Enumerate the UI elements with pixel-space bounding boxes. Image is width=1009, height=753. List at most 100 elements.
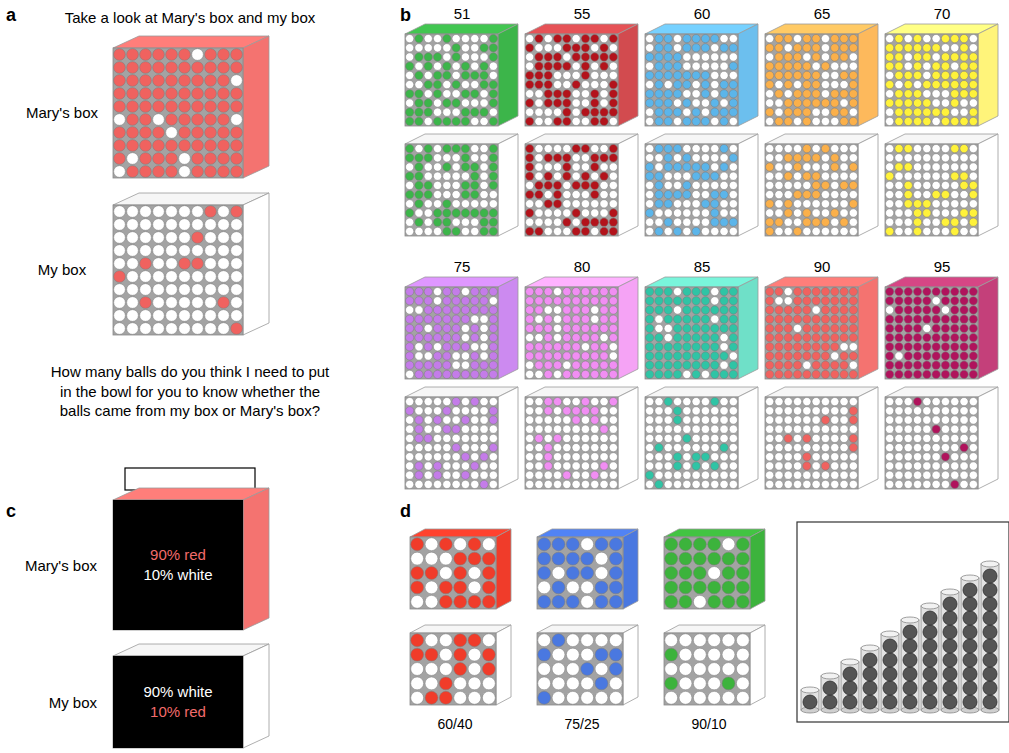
ball [793,343,801,351]
ball [793,71,801,79]
ball [563,117,571,125]
ball [840,297,848,305]
ball [526,108,534,116]
ball [784,370,792,378]
ball [480,453,488,461]
ball [821,108,829,116]
ball [526,343,534,351]
ball [581,34,589,42]
ball [461,425,469,433]
ball [609,407,617,415]
ball [951,80,959,88]
ball [443,172,451,180]
ball [849,117,857,125]
ball [415,434,423,442]
ball [406,99,414,107]
ball [849,90,857,98]
ball [904,144,912,152]
ball [526,333,534,341]
ball [581,297,589,305]
ball [424,71,432,79]
ball [803,144,811,152]
ball-box [113,36,269,178]
ball [683,227,691,235]
ball [452,108,460,116]
ball [581,44,589,52]
ball [960,108,968,116]
ball [784,108,792,116]
ball [720,117,728,125]
ball [701,200,709,208]
ball [424,434,432,442]
ball [415,144,423,152]
ball [153,323,165,335]
ball [673,71,681,79]
ball [205,153,217,165]
ball [784,190,792,198]
ball [692,154,700,162]
box-front [113,48,243,178]
ball [461,172,469,180]
ball [609,34,617,42]
ball [471,154,479,162]
ball [766,71,774,79]
ball [406,287,414,295]
ball [480,209,488,217]
ball [720,44,728,52]
ball [544,62,552,70]
ball [609,287,617,295]
ball [840,144,848,152]
ball [415,154,423,162]
ball [544,80,552,88]
ball [803,397,811,405]
ball [461,90,469,98]
ball [969,99,977,107]
box-front [405,34,498,126]
ball [683,62,691,70]
ball [673,117,681,125]
ball [711,209,719,217]
ball [711,44,719,52]
ball [849,62,857,70]
ball [711,287,719,295]
ball [471,370,479,378]
ball [784,90,792,98]
ball [127,49,139,61]
ball [673,172,681,180]
ball [166,153,178,165]
ball [179,114,191,126]
ball [655,407,663,415]
ball [932,34,940,42]
ball [553,287,561,295]
ball [535,370,543,378]
ball [803,306,811,314]
ball [153,232,165,244]
ball [951,90,959,98]
ball [784,352,792,360]
ball [784,44,792,52]
ball [766,80,774,88]
ball [127,310,139,322]
ball [600,453,608,461]
ball [673,297,681,305]
ball [803,287,811,295]
ball [166,310,178,322]
ball [729,108,737,116]
ball [913,190,921,198]
ball [205,62,217,74]
ball [932,71,940,79]
ball [960,117,968,125]
ball [452,227,460,235]
ball [655,53,663,61]
ball [840,117,848,125]
ball [932,62,940,70]
ball [683,333,691,341]
ball [831,209,839,217]
ball [683,163,691,171]
ball [443,227,451,235]
ball [609,443,617,451]
ball [192,271,204,283]
ball [720,144,728,152]
ball [415,443,423,451]
ball [166,271,178,283]
